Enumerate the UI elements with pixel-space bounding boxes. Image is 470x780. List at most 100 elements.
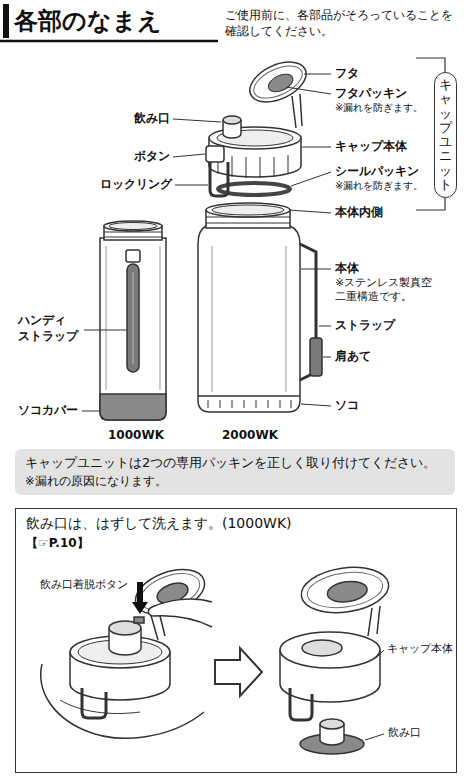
cap-in-hand-drawing bbox=[148, 599, 212, 627]
bottle-1000-drawing bbox=[100, 394, 166, 420]
leader-line bbox=[365, 734, 384, 740]
part-label: 飲み口 bbox=[388, 726, 421, 740]
leader-line bbox=[365, 650, 384, 740]
part-label: フタ bbox=[335, 66, 359, 82]
cap-in-hand-drawing bbox=[132, 582, 148, 614]
cap-in-hand-drawing bbox=[41, 664, 204, 738]
cap-in-hand-drawing bbox=[134, 617, 144, 623]
cap-body-drawing bbox=[206, 94, 302, 196]
cap-body-drawing bbox=[223, 116, 241, 124]
cap-separated-drawing bbox=[280, 562, 392, 754]
lid-drawing bbox=[266, 71, 296, 96]
part-label: キャップ本体 bbox=[335, 139, 407, 155]
bottle-1000-drawing bbox=[127, 264, 139, 372]
model-name: 2000WK bbox=[222, 428, 278, 444]
leader-line bbox=[173, 154, 205, 157]
model-name: 1000WK bbox=[108, 428, 164, 444]
part-note: ※ステンレス製真空 二重構造です。 bbox=[335, 276, 445, 305]
bottle-1000-drawing bbox=[104, 232, 162, 237]
leader-line bbox=[302, 147, 331, 148]
bottle-2000-drawing bbox=[212, 246, 286, 392]
part-label: ハンディ ストラップ bbox=[18, 313, 82, 344]
bottle-2000-drawing bbox=[208, 400, 291, 408]
bottle-1000-drawing bbox=[100, 238, 166, 420]
intro-note: ご使用前に、各部品がそろっていることを 確認してください。 bbox=[225, 8, 467, 39]
part-note: ※漏れを防ぎます。 bbox=[335, 179, 423, 192]
bottle-1000-drawing bbox=[109, 223, 157, 230]
title-bar bbox=[3, 4, 9, 38]
unit-label-box: キャップユニット bbox=[434, 72, 457, 198]
leader-line bbox=[376, 650, 384, 658]
cap-in-hand-drawing bbox=[82, 688, 106, 718]
part-label: ロックリング bbox=[78, 177, 172, 193]
lid-drawing bbox=[244, 54, 313, 110]
bottle-2000-drawing bbox=[198, 203, 322, 412]
bottle-2000-drawing bbox=[310, 338, 322, 376]
bottle-1000-drawing bbox=[106, 246, 160, 390]
title-bar bbox=[0, 40, 218, 43]
bottle-1000-drawing bbox=[133, 272, 134, 364]
node-body: ※漏れの原因になります。 bbox=[25, 474, 445, 489]
arrow-symbol bbox=[215, 648, 262, 696]
detail-panel: 飲み口は、はずして洗えます。(1000WK) 【☞P.10】 bbox=[15, 508, 457, 773]
leader-line bbox=[82, 74, 331, 411]
cap-in-hand-drawing bbox=[41, 561, 212, 738]
cap-body-drawing bbox=[292, 94, 302, 128]
leader-line bbox=[301, 404, 331, 406]
part-label: 肩あて bbox=[335, 349, 371, 365]
bottle-1000-drawing bbox=[100, 221, 166, 420]
leader-line bbox=[289, 210, 331, 213]
node-heading: キャップユニット bbox=[439, 78, 452, 192]
bottle-1000-drawing bbox=[126, 250, 140, 262]
part-label: ボタン bbox=[110, 149, 170, 165]
cap-separated-drawing bbox=[280, 632, 380, 668]
leader-line bbox=[286, 87, 331, 94]
leader-line bbox=[304, 74, 331, 75]
node-body: 【☞P.10】 bbox=[26, 535, 446, 552]
part-label: 飲み口 bbox=[110, 111, 170, 127]
part-label: ソコカバー bbox=[18, 403, 78, 419]
cap-separated-drawing bbox=[320, 719, 344, 729]
part-label: キャップ本体 bbox=[387, 642, 453, 656]
leader-line bbox=[173, 119, 221, 122]
leader-line bbox=[175, 185, 208, 186]
bottle-2000-drawing bbox=[206, 203, 290, 217]
leader-line bbox=[301, 269, 331, 270]
cap-separated-drawing bbox=[302, 640, 342, 656]
part-note: ※漏れを防ぎます。 bbox=[335, 101, 423, 114]
cap-separated-drawing bbox=[368, 606, 380, 636]
leader-line bbox=[84, 330, 126, 331]
note-band: キャップユニットは2つの専用パッキンを正しく取り付けてください。 ※漏れの原因にな… bbox=[15, 449, 455, 495]
part-label: ソコ bbox=[335, 398, 359, 414]
lid-drawing bbox=[249, 59, 307, 105]
leader-line bbox=[291, 172, 331, 186]
bottle-2000-drawing bbox=[198, 226, 300, 412]
part-label: 本体内側 bbox=[335, 205, 383, 221]
part-label: ストラップ bbox=[335, 318, 395, 334]
leader-line bbox=[82, 411, 100, 412]
lid-drawing bbox=[244, 54, 313, 110]
cap-body-drawing bbox=[210, 162, 228, 196]
title-bar bbox=[0, 4, 218, 41]
part-label: 本体 bbox=[335, 261, 359, 277]
node-heading: 飲み口は、はずして洗えます。(1000WK) bbox=[26, 515, 446, 533]
part-label: シールパッキン bbox=[335, 164, 419, 180]
node-heading: キャップユニットは2つの専用パッキンを正しく取り付けてください。 bbox=[25, 454, 445, 472]
leader-line bbox=[323, 357, 331, 358]
page-title: 各部のなまえ bbox=[14, 5, 162, 37]
part-label: フタパッキン bbox=[335, 86, 407, 102]
cap-body-drawing bbox=[206, 146, 224, 162]
cap-separated-drawing bbox=[305, 568, 385, 612]
bottle-2000-drawing bbox=[206, 217, 290, 223]
bottle-2000-drawing bbox=[198, 395, 300, 397]
cap-separated-drawing bbox=[298, 562, 391, 618]
cap-separated-drawing bbox=[290, 688, 312, 720]
arrow-symbol bbox=[215, 648, 262, 696]
part-label: 飲み口着脱ボタン bbox=[40, 578, 128, 592]
bottle-1000-drawing bbox=[104, 221, 162, 231]
cap-in-hand-drawing bbox=[60, 700, 140, 714]
leader-line bbox=[319, 326, 331, 327]
cap-separated-drawing bbox=[326, 579, 368, 604]
